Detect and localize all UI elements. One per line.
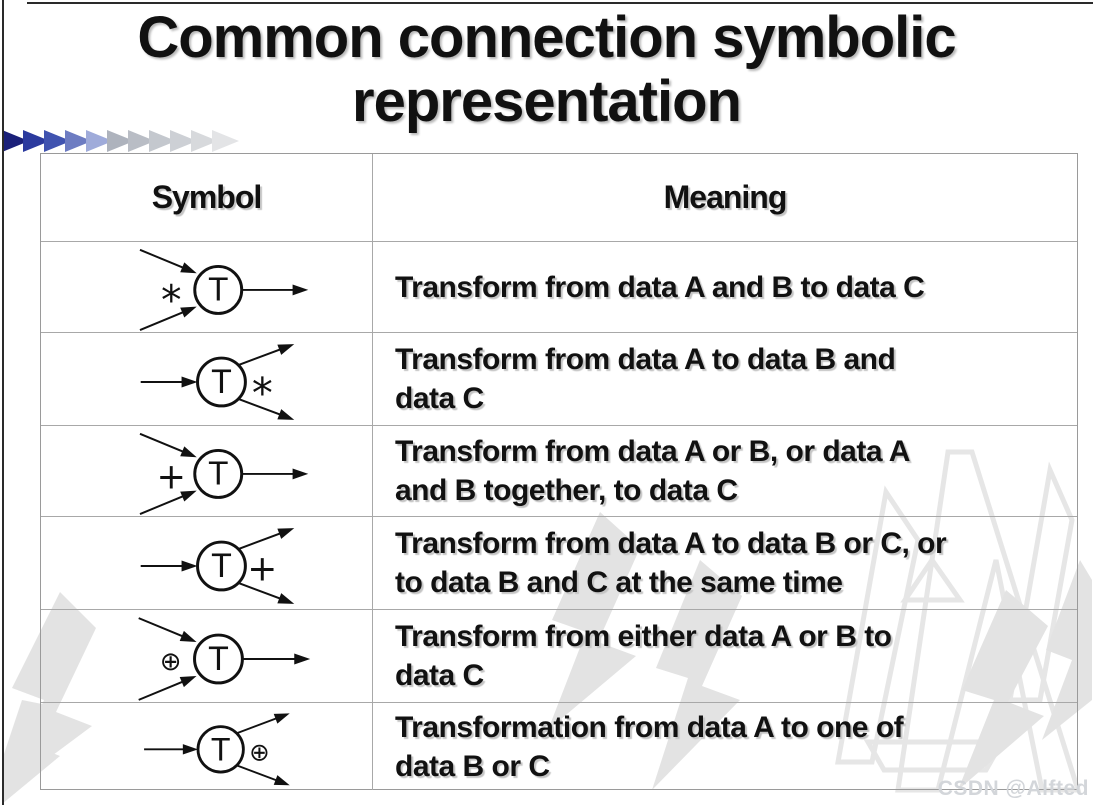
transform-node-label: T <box>211 547 232 585</box>
decor-arrow-triangle <box>149 130 176 152</box>
meaning-cell: Transform from data A and B to data C <box>373 242 1077 333</box>
decor-arrow-triangle <box>170 130 197 152</box>
page-title: Common connection symbolic representatio… <box>0 6 1093 134</box>
transform-symbol-fan-in: T⊕ <box>138 617 311 701</box>
page-title-line2: representation <box>352 69 742 134</box>
meaning-text: Transform from data A or B, or data A an… <box>395 435 910 507</box>
input-arrow <box>144 744 198 755</box>
decor-arrow-triangle <box>86 130 113 152</box>
operator-symbol: ⊕ <box>160 647 182 677</box>
transform-node-circle <box>196 356 247 408</box>
output-arrow <box>242 468 309 480</box>
input-arrow-upper <box>139 248 197 274</box>
input-arrow-lower <box>138 675 197 701</box>
output-arrow-lower <box>236 764 290 786</box>
transform-node-circle <box>193 633 244 685</box>
output-arrow <box>243 653 311 665</box>
transform-node-label: T <box>208 271 228 308</box>
symbol-meaning-table: Symbol Meaning T* Transform from data A … <box>40 153 1078 790</box>
transform-symbol-fan-in: T+ <box>139 432 309 515</box>
column-header-symbol: Symbol <box>41 154 373 242</box>
slide-left-border-line <box>2 0 4 805</box>
symbol-cell: T* <box>41 333 373 426</box>
symbol-cell: T+ <box>41 426 373 517</box>
meaning-cell: Transform from data A or B, or data A an… <box>373 426 1077 517</box>
meaning-text: Transform from data A to data B or C, or… <box>395 527 947 599</box>
output-arrow-upper <box>238 344 295 366</box>
symbol-cell: T⊕ <box>41 703 373 790</box>
symbol-cell: T+ <box>41 517 373 610</box>
input-arrow-lower <box>139 306 197 331</box>
transform-node-label: T <box>211 363 232 401</box>
input-arrow-lower <box>139 490 197 515</box>
watermark-credit: CSDN @Alfted <box>937 777 1089 800</box>
operator-symbol: + <box>157 456 187 497</box>
meaning-cell: Transform from data A to data B and data… <box>373 333 1077 426</box>
decor-arrow-triangle <box>65 130 92 152</box>
transform-node-circle <box>193 448 244 499</box>
meaning-text: Transformation from data A to one of dat… <box>395 710 904 783</box>
decor-arrow-triangle <box>2 130 29 152</box>
output-arrow-lower <box>238 582 295 604</box>
transform-node-circle <box>196 725 245 774</box>
input-arrow-upper <box>138 617 197 643</box>
transform-symbol-fan-out: T+ <box>140 528 295 604</box>
transform-symbol-fan-in: T* <box>139 248 309 331</box>
decor-arrow-triangle <box>107 130 134 152</box>
operator-symbol: + <box>247 548 277 589</box>
meaning-cell: Transform from either data A or B to dat… <box>373 610 1077 703</box>
output-arrow <box>242 284 309 296</box>
page-title-line1: Common connection symbolic <box>137 5 956 70</box>
meaning-text: Transform from either data A or B to dat… <box>395 620 892 692</box>
decor-arrow-triangle <box>23 130 50 152</box>
transform-node-label: T <box>211 731 231 767</box>
decor-arrow-triangle <box>191 130 218 152</box>
transform-symbol-fan-out: T⊕ <box>144 713 290 786</box>
column-header-meaning: Meaning <box>373 154 1077 242</box>
decor-arrow-triangle <box>44 130 71 152</box>
operator-symbol: ⊕ <box>249 738 270 767</box>
transform-symbol-fan-out: T* <box>140 344 295 420</box>
meaning-text: Transform from data A to data B and data… <box>395 343 896 415</box>
operator-symbol: * <box>161 277 182 325</box>
meaning-text: Transform from data A and B to data C <box>395 270 925 304</box>
decor-arrow-triangle <box>212 130 239 152</box>
symbol-cell: T⊕ <box>41 610 373 703</box>
transform-node-circle <box>196 540 247 592</box>
output-arrow-upper <box>236 713 290 735</box>
decor-arrow-triangle <box>128 130 155 152</box>
transform-node-label: T <box>208 640 229 678</box>
column-header-meaning-label: Meaning <box>663 179 788 215</box>
operator-symbol: * <box>252 368 273 417</box>
output-arrow-upper <box>238 528 295 550</box>
output-arrow-lower <box>238 398 295 420</box>
slide-top-border-line <box>27 2 1093 4</box>
symbol-cell: T* <box>41 242 373 333</box>
column-header-symbol-label: Symbol <box>151 179 263 215</box>
input-arrow <box>140 376 198 388</box>
meaning-cell: Transform from data A to data B or C, or… <box>373 517 1077 610</box>
decor-arrow-strip <box>2 130 239 152</box>
transform-node-circle <box>193 264 244 315</box>
input-arrow-upper <box>139 432 197 458</box>
input-arrow <box>140 560 198 572</box>
meaning-cell: Transformation from data A to one of dat… <box>373 703 1077 790</box>
transform-node-label: T <box>208 455 228 492</box>
